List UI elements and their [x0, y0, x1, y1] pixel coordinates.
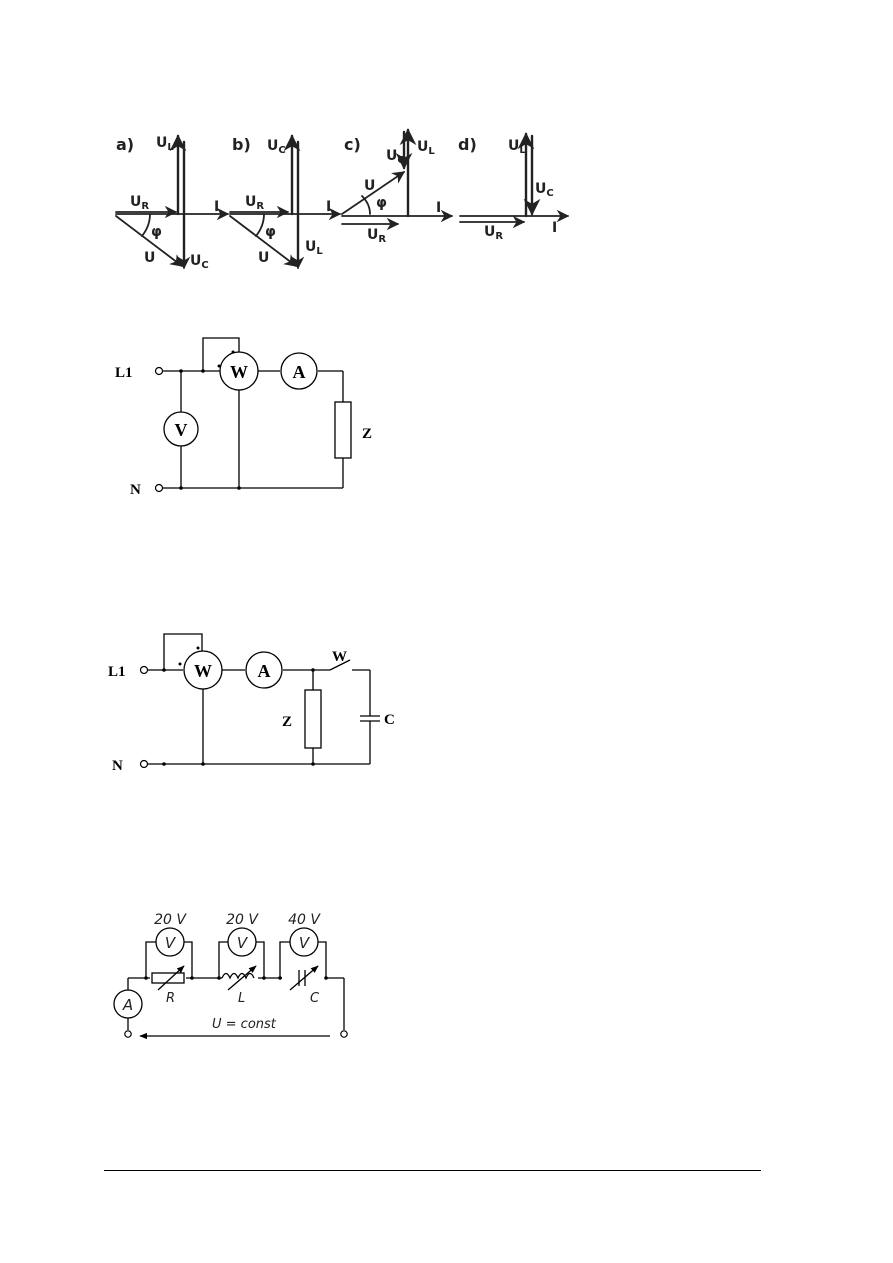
- svg-text:UC: UC: [190, 253, 209, 271]
- supply-label: U = const: [212, 1017, 277, 1032]
- switch-w-blade: [329, 659, 351, 671]
- phi-arc-a: [141, 213, 151, 237]
- voltmeter-c-reading: 40 V: [288, 912, 321, 928]
- svg-text:UR: UR: [130, 194, 149, 212]
- voltmeter-r: V 20 V: [154, 912, 187, 957]
- svg-text:UL: UL: [417, 139, 435, 157]
- switch-w-label: W: [332, 649, 347, 665]
- voltmeter-1: V: [163, 411, 199, 447]
- svg-text:I: I: [214, 199, 219, 215]
- ammeter-1: A: [280, 352, 318, 390]
- voltmeter-l: V 20 V: [226, 912, 259, 957]
- circuit-3-wiring: [124, 941, 348, 1040]
- svg-text:φ: φ: [151, 224, 162, 240]
- svg-text:UR: UR: [245, 194, 264, 212]
- svg-text:UC: UC: [535, 181, 554, 199]
- svg-text:L1: L1: [108, 664, 126, 680]
- circuit-2: W A Z W C L1 N: [108, 633, 395, 774]
- svg-text:UR: UR: [367, 227, 386, 245]
- svg-text:I: I: [436, 200, 441, 216]
- svg-text:A: A: [122, 996, 133, 1014]
- voltmeter-r-reading: 20 V: [154, 912, 187, 928]
- svg-text:V: V: [299, 934, 311, 952]
- impedance-z-2: Z: [282, 689, 322, 749]
- voltmeter-l-reading: 20 V: [226, 912, 259, 928]
- label-n: N: [130, 482, 141, 498]
- wattmeter-1: W: [219, 351, 259, 391]
- svg-text:c): c): [344, 135, 361, 154]
- phasor-diagram-b: b) UC UR I φ U UL: [229, 134, 342, 270]
- svg-text:UR: UR: [484, 224, 503, 242]
- variable-resistor-r: R: [151, 965, 185, 1006]
- u-vector-a: [115, 215, 184, 267]
- impedance-z-1: Z: [334, 401, 372, 459]
- svg-text:UL: UL: [156, 135, 174, 153]
- svg-text:Z: Z: [282, 714, 292, 730]
- svg-text:b): b): [232, 135, 251, 154]
- svg-text:Z: Z: [362, 426, 372, 442]
- ammeter-2: A: [245, 651, 283, 689]
- svg-text:UL: UL: [305, 239, 323, 257]
- svg-text:N: N: [112, 758, 123, 774]
- svg-text:UL: UL: [508, 138, 526, 156]
- svg-text:U: U: [364, 178, 375, 194]
- phasor-diagram-c: c) UC UL U φ I UR: [341, 128, 454, 245]
- variable-inductor-l: L: [221, 965, 257, 1006]
- circuit-2-wiring: [139, 633, 380, 769]
- terminal-n: [154, 483, 164, 493]
- capacitor-c-label: C: [384, 712, 395, 728]
- phasor-diagram-a: a) UL UR I φ U UC: [115, 134, 230, 271]
- svg-text:φ: φ: [265, 224, 276, 240]
- wattmeter-2: W: [183, 650, 223, 690]
- svg-text:I: I: [552, 220, 557, 236]
- svg-text:W: W: [230, 362, 248, 382]
- variable-capacitor-c: C: [289, 965, 320, 1006]
- svg-text:L: L: [238, 991, 245, 1006]
- svg-text:A: A: [258, 661, 271, 681]
- svg-text:U: U: [144, 250, 155, 266]
- terminal-l1: [154, 366, 164, 376]
- voltmeter-c: V 40 V: [288, 912, 321, 957]
- svg-text:W: W: [194, 661, 212, 681]
- label-l1: L1: [115, 365, 133, 381]
- ammeter-3: A: [113, 989, 143, 1019]
- svg-text:V: V: [165, 934, 177, 952]
- svg-text:I: I: [326, 199, 331, 215]
- svg-text:d): d): [458, 135, 477, 154]
- svg-text:C: C: [310, 991, 320, 1006]
- svg-text:V: V: [237, 934, 249, 952]
- circuit-1: W A V Z L1 N: [115, 337, 372, 498]
- circuit-3: V 20 V V 20 V V 40 V A R L: [113, 912, 348, 1040]
- diagram-a-label: a): [116, 135, 134, 154]
- svg-text:V: V: [175, 420, 188, 440]
- svg-text:φ: φ: [376, 195, 387, 211]
- svg-text:R: R: [166, 991, 175, 1006]
- svg-text:A: A: [293, 362, 306, 382]
- svg-text:UC: UC: [267, 138, 286, 156]
- phasor-diagrams: a) UL UR I φ U UC b) UC UR: [115, 128, 570, 271]
- svg-text:UC: UC: [386, 148, 405, 166]
- circuit-1-wiring: [154, 337, 344, 493]
- footer-rule: [104, 1170, 761, 1171]
- phasor-diagram-d: d) UL UC UR I: [458, 132, 570, 242]
- svg-text:U: U: [258, 250, 269, 266]
